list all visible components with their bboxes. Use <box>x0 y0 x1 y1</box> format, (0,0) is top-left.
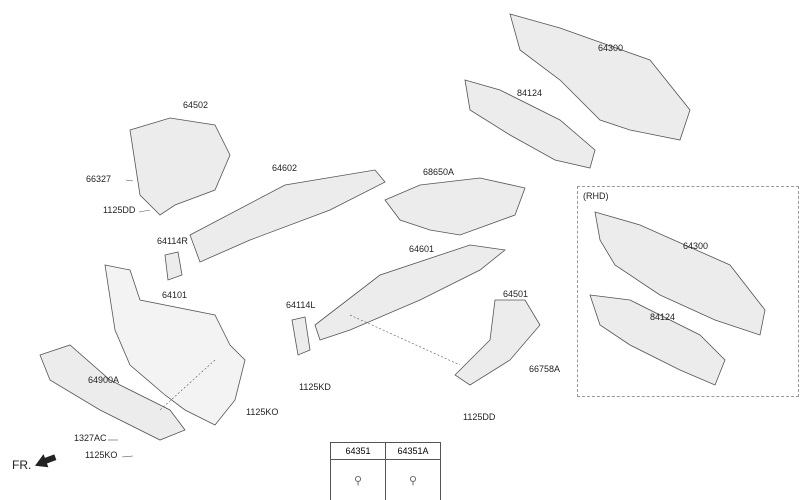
label-84124-rhd[interactable]: 84124 <box>650 312 676 322</box>
heat-protector-68650A <box>384 177 526 236</box>
front-direction-arrow-icon <box>35 454 57 468</box>
label-1125ko[interactable]: 1125KO <box>246 407 279 417</box>
dash-panel-64300-rhd <box>594 211 766 336</box>
apron-64501 <box>454 299 541 386</box>
label-64300[interactable]: 64300 <box>598 43 624 53</box>
table-header[interactable]: 64351A <box>385 442 441 460</box>
label-66758a[interactable]: 66758A <box>529 364 561 374</box>
apron-64502 <box>129 117 231 216</box>
side-member-64602 <box>189 169 386 263</box>
label-64101[interactable]: 64101 <box>162 290 188 300</box>
label-64300-rhd[interactable]: 64300 <box>683 241 709 251</box>
label-64501[interactable]: 64501 <box>503 289 529 299</box>
label-64602[interactable]: 64602 <box>272 163 298 173</box>
label-64601[interactable]: 64601 <box>409 244 435 254</box>
label-84124[interactable]: 84124 <box>517 88 543 98</box>
rhd-variant-box <box>577 186 799 397</box>
label-64114r[interactable]: 64114R <box>157 236 188 246</box>
label-1125ko[interactable]: 1125KO <box>85 450 118 460</box>
cowl-84124 <box>464 79 596 169</box>
label-64502[interactable]: 64502 <box>183 100 209 110</box>
side-member-64601 <box>314 244 506 341</box>
fastener-table: 64351 64351A ⚲ ⚲ <box>330 442 441 500</box>
label-64114l[interactable]: 64114L <box>286 300 316 310</box>
bracket-64114R <box>164 251 183 281</box>
label-64900a[interactable]: 64900A <box>88 375 120 385</box>
rhd-title: (RHD) <box>583 191 609 201</box>
dash-panel-64300 <box>509 13 691 141</box>
table-header[interactable]: 64351 <box>330 442 386 460</box>
label-1125dd[interactable]: 1125DD <box>103 205 136 215</box>
label-1125kd[interactable]: 1125KD <box>299 382 331 392</box>
radiator-support-64101 <box>104 264 246 426</box>
front-direction-label: FR. <box>12 458 32 472</box>
label-66327[interactable]: 66327 <box>86 174 112 184</box>
label-1327ac[interactable]: 1327AC <box>74 433 107 443</box>
bumper-beam-64900A <box>39 344 186 441</box>
cowl-84124-rhd <box>589 294 726 386</box>
label-1125dd[interactable]: 1125DD <box>463 412 496 422</box>
bracket-64114L <box>291 316 311 356</box>
clip-icon: ⚲ <box>330 459 386 500</box>
clip-icon: ⚲ <box>385 459 441 500</box>
label-68650a[interactable]: 68650A <box>423 167 455 177</box>
